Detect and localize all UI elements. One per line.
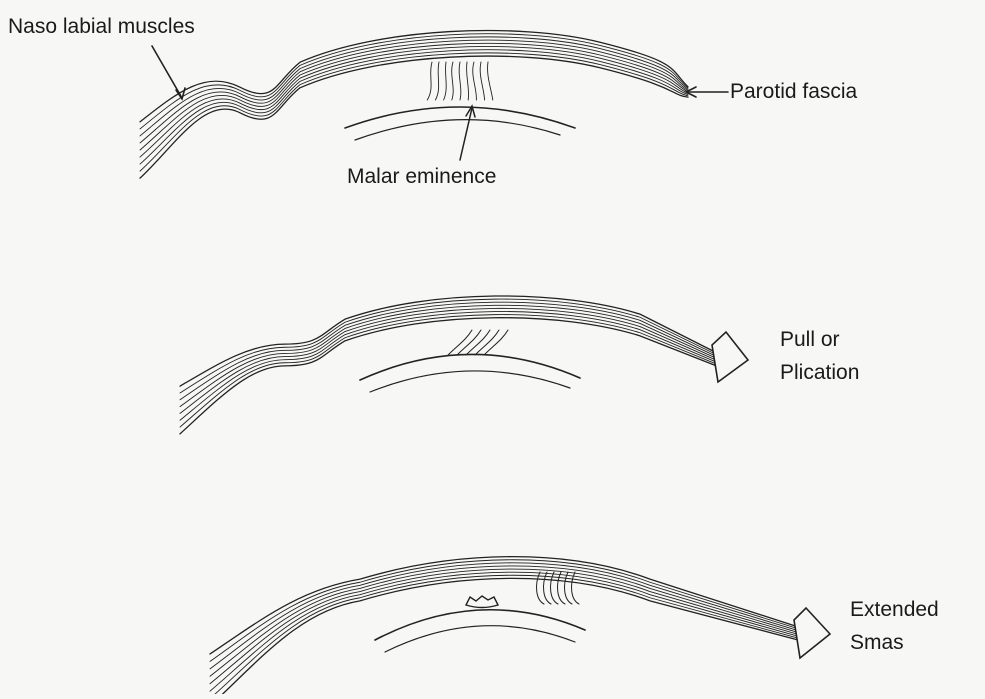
cut-remnant: [466, 596, 498, 608]
panel-baseline: [140, 31, 728, 179]
malar-eminence-curve-2: [360, 354, 580, 380]
band1-strand: [140, 53, 688, 171]
nasolabial-leader-line: [152, 46, 182, 98]
curled-fiber: [537, 572, 544, 604]
panel-extended-smas: [210, 557, 830, 694]
band3-strand: [210, 578, 800, 694]
band1-strand: [140, 56, 688, 178]
band3-strand: [210, 557, 800, 654]
stretched-attachment-fibers: [448, 330, 508, 355]
malar-eminence-curve-3: [375, 610, 585, 640]
nasolabial-muscles-label: Naso labial muscles: [8, 12, 195, 42]
smas-band-3: [210, 557, 800, 694]
malar-eminence-inner-curve: [355, 120, 560, 140]
parotid-fascia-label: Parotid fascia: [730, 77, 857, 107]
malar-eminence-outer-curve: [345, 107, 575, 128]
malar-eminence-inner-2: [370, 371, 570, 392]
curled-fiber: [565, 572, 572, 604]
band2-strand: [180, 318, 718, 434]
attachment-fiber: [467, 62, 469, 100]
band3-strand: [210, 575, 800, 694]
band2-strand: [180, 308, 718, 413]
attachment-fiber: [444, 62, 447, 100]
smas-label-line2: Smas: [850, 628, 904, 658]
panel-pull-plication: [180, 296, 748, 434]
released-attachment-fibers: [537, 572, 579, 604]
attachment-fiber: [427, 62, 432, 100]
attachment-fiber: [459, 62, 461, 100]
band1-strand: [140, 40, 688, 143]
extended-arrow-head: [794, 608, 830, 658]
curled-fiber: [558, 572, 565, 604]
band2-strand: [180, 311, 718, 420]
attachment-fiber: [452, 62, 453, 100]
band3-strand: [210, 566, 800, 676]
smas-band-1: [140, 31, 688, 179]
band3-strand: [210, 572, 800, 691]
attachment-fiber: [488, 62, 493, 100]
attachment-fiber: [473, 62, 477, 100]
extended-label-line1: Extended: [850, 595, 939, 625]
smas-band-2: [180, 296, 718, 434]
pull-arrow-head: [712, 332, 748, 382]
attachment-fiber: [435, 62, 439, 100]
malar-eminence-label: Malar eminence: [347, 162, 496, 192]
malar-eminence-inner-3: [385, 626, 575, 652]
attachment-fiber: [480, 62, 484, 100]
malar-attachment-fibers: [427, 62, 493, 100]
pull-label-line1: Pull or: [780, 325, 840, 355]
band1-strand: [140, 50, 688, 164]
band1-strand: [140, 37, 688, 136]
plication-label-line2: Plication: [780, 358, 859, 388]
stretched-fiber: [448, 330, 472, 355]
